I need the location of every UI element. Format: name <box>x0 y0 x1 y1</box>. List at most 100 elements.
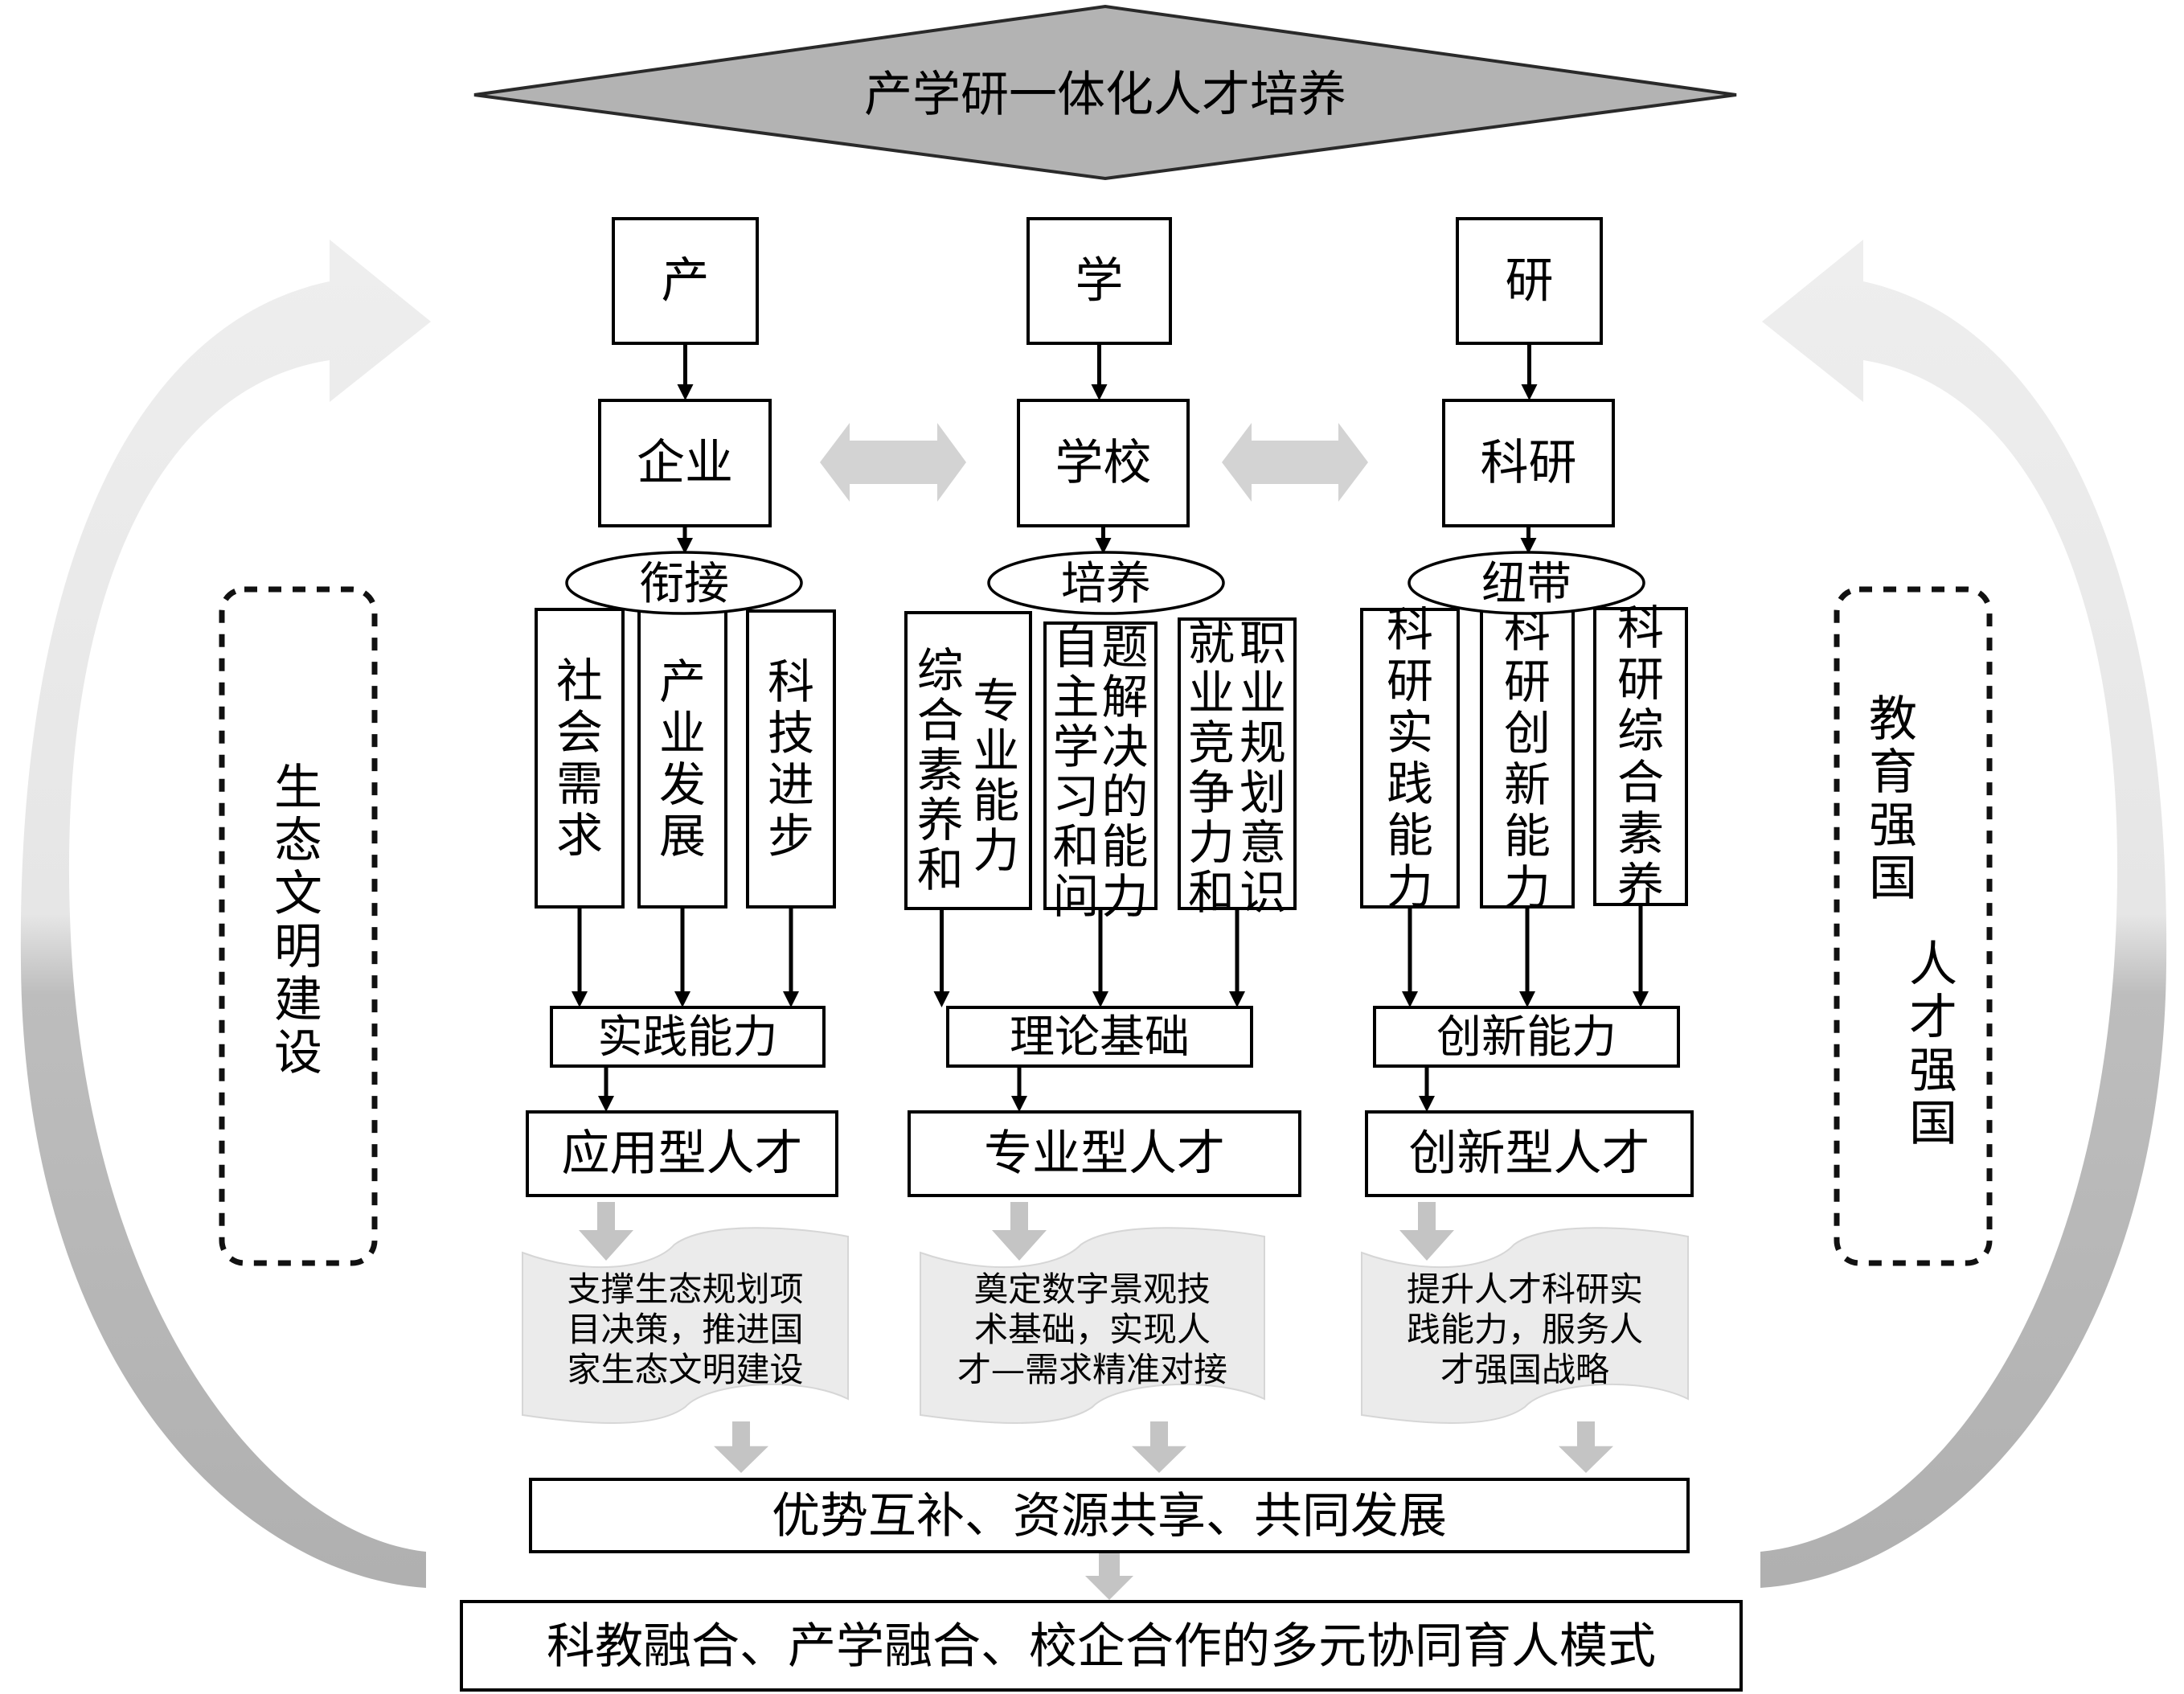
arrow-factor-to-ability <box>1402 907 1418 1007</box>
factor-label-column-char: 综 <box>917 643 964 698</box>
down-arrow-icon <box>714 1421 768 1473</box>
ability-label: 创新能力 <box>1436 1011 1616 1064</box>
factor-label-column-char: 养 <box>917 793 964 847</box>
left-side-label-char: 态 <box>274 813 322 869</box>
right-cycle-arrow <box>1760 240 2167 1588</box>
result-text: 科教融合、产学融合、校企合作的多元协同育人模式 <box>547 1618 1656 1675</box>
right-side-label-column-char: 育 <box>1869 744 1917 801</box>
arrow-factor-to-ability <box>1229 909 1245 1007</box>
outcome-line: 提升人才科研实 <box>1407 1269 1643 1309</box>
entity-box: 学校 <box>1017 399 1190 527</box>
double-arrow-school-research <box>1222 423 1368 502</box>
arrow-entity-to-link <box>677 526 693 554</box>
arrowhead-icon <box>1521 384 1538 400</box>
left-side-label-char: 生 <box>274 760 322 816</box>
outcome-line: 才强国战略 <box>1440 1350 1609 1389</box>
factor-label-column-char: 力 <box>1101 869 1148 924</box>
double-arrow-icon <box>1222 423 1368 502</box>
outcome-line: 目决策，推进国 <box>567 1310 803 1349</box>
outcome-line: 术基础，实现人 <box>974 1310 1211 1349</box>
pillar-top-label: 学 <box>1076 253 1124 310</box>
down-arrow-icon <box>1399 1202 1454 1261</box>
arrow-factor-to-ability <box>933 909 950 1007</box>
outcome-line: 才—需求精准对接 <box>957 1350 1227 1389</box>
factor-label-char: 发 <box>659 757 706 812</box>
outcome-line: 践能力，服务人 <box>1407 1310 1643 1349</box>
outcome-line: 家生态文明建设 <box>567 1350 803 1389</box>
arrow-factor-to-ability <box>674 907 690 1007</box>
factor-label-char: 研 <box>1617 652 1664 707</box>
link-label: 纽带 <box>1481 558 1571 610</box>
arrowhead-icon <box>1419 1096 1435 1112</box>
arrow-top-to-entity <box>1091 343 1108 400</box>
right-side-label-column-char: 强 <box>1869 798 1917 854</box>
right-side-label-column-char: 教 <box>1869 691 1917 748</box>
arrowhead-icon <box>1229 991 1245 1007</box>
factor-label-char: 会 <box>556 705 603 760</box>
factor-label-column-char: 能 <box>1101 819 1148 874</box>
factor-label-char: 科 <box>1387 602 1433 657</box>
factor-label-char: 求 <box>556 808 603 863</box>
arrow-outcome-to-synergy <box>714 1421 768 1473</box>
factor-label-column-char: 能 <box>973 773 1019 828</box>
factor-label-column-char: 竞 <box>1188 716 1235 770</box>
factor-label-column-char: 题 <box>1101 620 1148 675</box>
factor-label-char: 展 <box>659 809 706 863</box>
entity-box: 企业 <box>598 399 772 527</box>
talent-label: 专业型人才 <box>984 1126 1225 1182</box>
factor-label-char: 素 <box>1617 806 1664 861</box>
factor-label-column-char: 解 <box>1101 670 1148 724</box>
factor-label-column-char: 的 <box>1101 769 1148 824</box>
factor-label-column-char: 专 <box>973 674 1019 728</box>
left-side-label-char: 建 <box>274 972 322 1028</box>
factor-label-char: 实 <box>1387 705 1433 760</box>
entity-box: 科研 <box>1442 399 1615 527</box>
double-arrow-enterprise-school <box>820 423 966 502</box>
talent-box: 专业型人才 <box>908 1110 1301 1197</box>
arrowhead-icon <box>1095 538 1112 554</box>
factor-label-column-char: 业 <box>973 724 1019 778</box>
arrowhead-icon <box>1011 1096 1027 1112</box>
talent-label: 应用型人才 <box>562 1126 803 1182</box>
result-box: 科教融合、产学融合、校企合作的多元协同育人模式 <box>460 1600 1743 1692</box>
arrow-outcome-to-synergy <box>1132 1421 1186 1473</box>
factor-label-column-char: 决 <box>1101 720 1148 774</box>
factor-label-column-char: 职 <box>1240 616 1286 671</box>
factor-label-column-char: 意 <box>1240 815 1286 870</box>
factor-label-column-char: 业 <box>1240 666 1286 720</box>
factor-label-char: 技 <box>768 706 814 761</box>
down-arrow-icon <box>1559 1421 1613 1473</box>
down-arrow-icon <box>992 1202 1047 1261</box>
title-text: 产学研一体化人才培养 <box>864 67 1346 123</box>
right-side-label-column-char: 国 <box>1909 1096 1957 1152</box>
factor-label-char: 研 <box>1504 654 1551 709</box>
link-label: 衔接 <box>639 558 729 610</box>
factor-label-char: 研 <box>1387 654 1433 708</box>
factor-label-char: 新 <box>1504 757 1551 812</box>
factor-label-char: 步 <box>768 809 814 863</box>
left-cycle-arc-icon <box>20 240 432 1588</box>
factor-label-char: 创 <box>1504 706 1551 761</box>
factor-label-column-char: 规 <box>1240 716 1286 770</box>
factor-label-char: 科 <box>1617 601 1664 655</box>
talent-box: 创新型人才 <box>1365 1110 1694 1197</box>
scroll-shape <box>1361 1227 1689 1424</box>
factor-label-column-char: 问 <box>1052 869 1099 924</box>
pillar-top-label: 产 <box>662 253 710 310</box>
arrowhead-icon <box>1519 991 1535 1007</box>
factor-label-column-char: 和 <box>1188 865 1235 920</box>
factor-label-char: 能 <box>1504 809 1551 863</box>
right-side-label-column-char: 强 <box>1909 1043 1957 1099</box>
